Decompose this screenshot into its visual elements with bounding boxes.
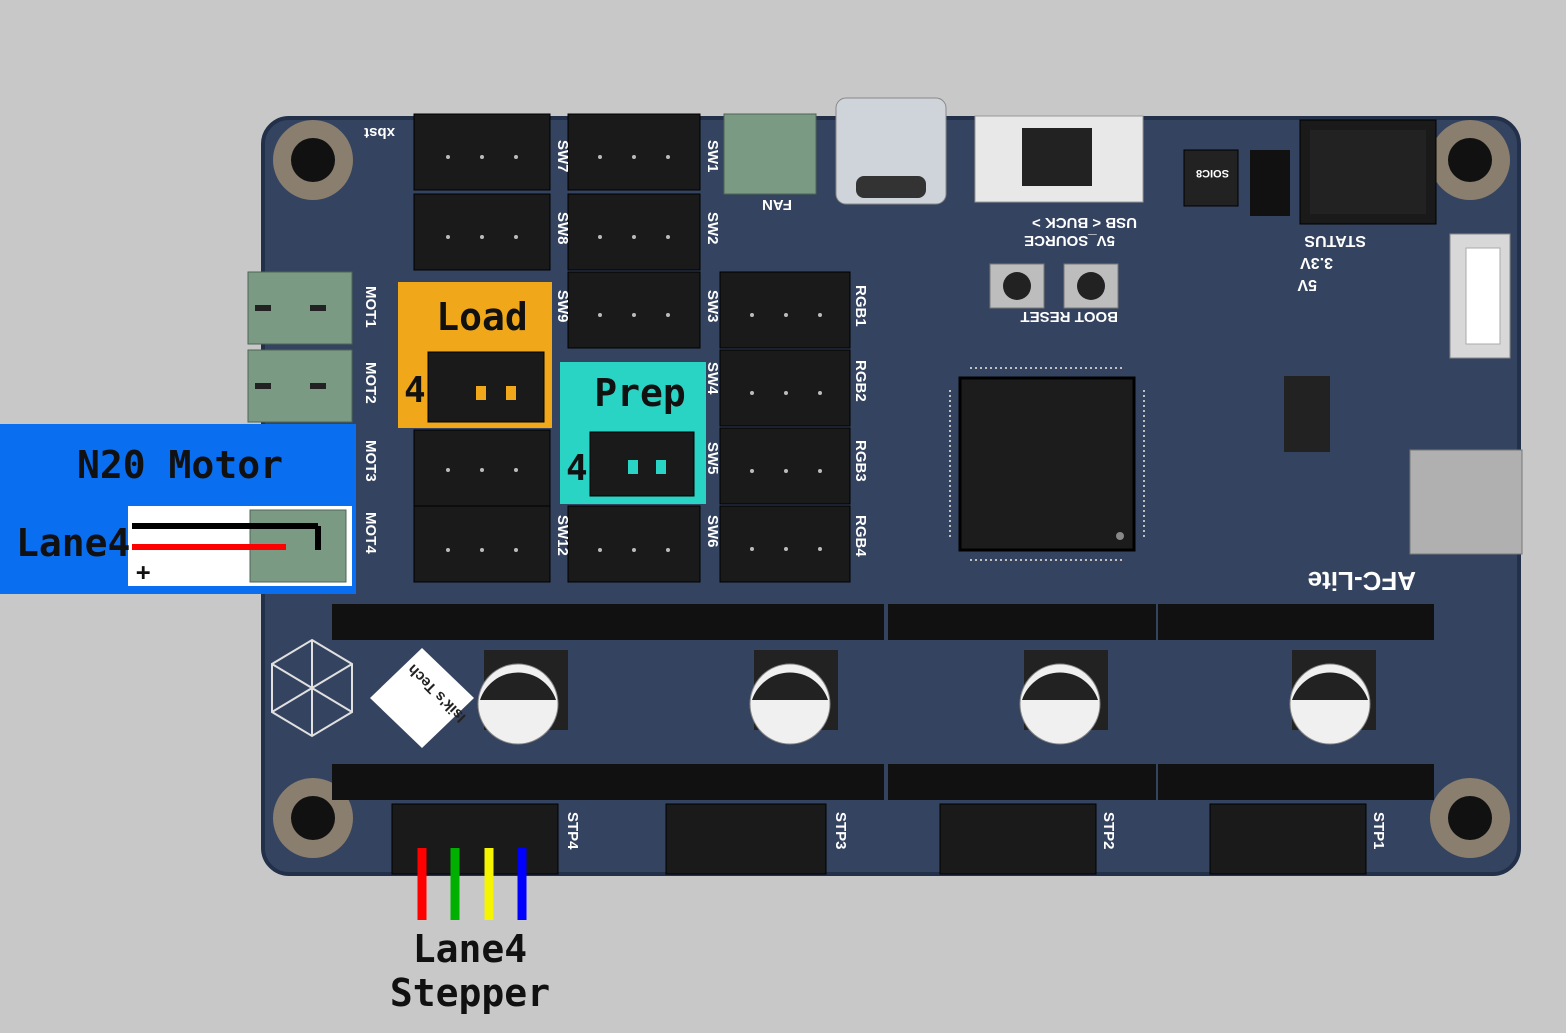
n20-motor-callout: N20 Motor Lane4 + bbox=[0, 424, 356, 594]
soic8-chip bbox=[1183, 149, 1239, 207]
label-rgb4: RGB4 bbox=[852, 515, 869, 557]
switch-connectors-mid bbox=[567, 113, 701, 583]
label-sw7: SW7 bbox=[554, 140, 571, 173]
prep-callout: Prep 4 bbox=[560, 362, 706, 504]
motor-polarity: + bbox=[136, 558, 150, 586]
fan-connector bbox=[723, 113, 817, 195]
switch-connectors-left bbox=[413, 113, 551, 583]
label-stp4: STP4 bbox=[564, 812, 581, 850]
prep-number: 4 bbox=[566, 448, 588, 489]
label-mot3: MOT3 bbox=[362, 440, 379, 482]
label-soic8: SOIC8 bbox=[1196, 167, 1229, 179]
motor-lane-label: Lane4 bbox=[16, 521, 130, 565]
label-sw4: SW4 bbox=[704, 362, 721, 395]
label-sw8: SW8 bbox=[554, 212, 571, 245]
label-sw2: SW2 bbox=[704, 212, 721, 245]
rgb-connectors bbox=[719, 271, 851, 583]
label-stp3: STP3 bbox=[832, 812, 849, 850]
label-usb-buck: USB < BUCK > bbox=[1032, 214, 1137, 231]
mounting-hole-br bbox=[1430, 778, 1510, 858]
label-stp2: STP2 bbox=[1100, 812, 1117, 850]
mounting-hole-tl bbox=[273, 120, 353, 200]
hex-logo-icon bbox=[271, 638, 353, 738]
label-sw6: SW6 bbox=[704, 515, 721, 548]
capacitors bbox=[477, 650, 1376, 745]
label-status: STATUS bbox=[1304, 232, 1366, 249]
label-stp1: STP1 bbox=[1370, 812, 1387, 850]
board-name: AFC-Lite bbox=[1308, 566, 1416, 596]
jumper-header bbox=[1250, 150, 1290, 216]
label-rgb1: RGB1 bbox=[852, 285, 869, 327]
mcu-chip bbox=[958, 376, 1136, 552]
label-mot4: MOT4 bbox=[362, 512, 379, 554]
stepper-connectors bbox=[391, 803, 1367, 875]
stepper-wires bbox=[417, 848, 527, 920]
label-rgb2: RGB2 bbox=[852, 360, 869, 402]
isiks-tech-logo: Isik's Tech bbox=[370, 648, 474, 748]
label-boot-reset: BOOT RESET bbox=[1020, 308, 1118, 325]
label-sw3: SW3 bbox=[704, 290, 721, 323]
label-mot2: MOT2 bbox=[362, 362, 379, 404]
label-xbst: xbst bbox=[364, 124, 395, 141]
label-sw5: SW5 bbox=[704, 442, 721, 475]
label-sw9: SW9 bbox=[554, 290, 571, 323]
load-title: Load bbox=[436, 295, 528, 339]
motor-connectors bbox=[247, 271, 353, 423]
mounting-hole-tr bbox=[1430, 120, 1510, 200]
label-5v-source: 5V_SOURCE bbox=[1024, 232, 1115, 249]
label-3v3: 3.3V bbox=[1300, 254, 1333, 271]
stepper-lane-label: Lane4 bbox=[413, 927, 527, 971]
inductor bbox=[1409, 449, 1523, 555]
label-mot1: MOT1 bbox=[362, 286, 379, 328]
slide-switch-knob bbox=[1022, 128, 1092, 186]
label-rgb3: RGB3 bbox=[852, 440, 869, 482]
buck-ic bbox=[1284, 376, 1330, 452]
load-callout: Load 4 bbox=[398, 282, 552, 428]
stepper-label: Stepper bbox=[390, 971, 550, 1015]
label-sw12: SW12 bbox=[554, 515, 571, 556]
label-sw1: SW1 bbox=[704, 140, 721, 173]
load-number: 4 bbox=[404, 370, 426, 411]
prep-title: Prep bbox=[594, 371, 686, 415]
motor-title: N20 Motor bbox=[77, 443, 283, 487]
driver-headers bbox=[332, 604, 1434, 800]
mcu-pins bbox=[949, 367, 1145, 561]
usb-c-opening bbox=[856, 176, 926, 198]
label-5v: 5V bbox=[1297, 276, 1317, 293]
connector-pins bbox=[446, 155, 822, 552]
label-fan: FAN bbox=[762, 196, 792, 213]
